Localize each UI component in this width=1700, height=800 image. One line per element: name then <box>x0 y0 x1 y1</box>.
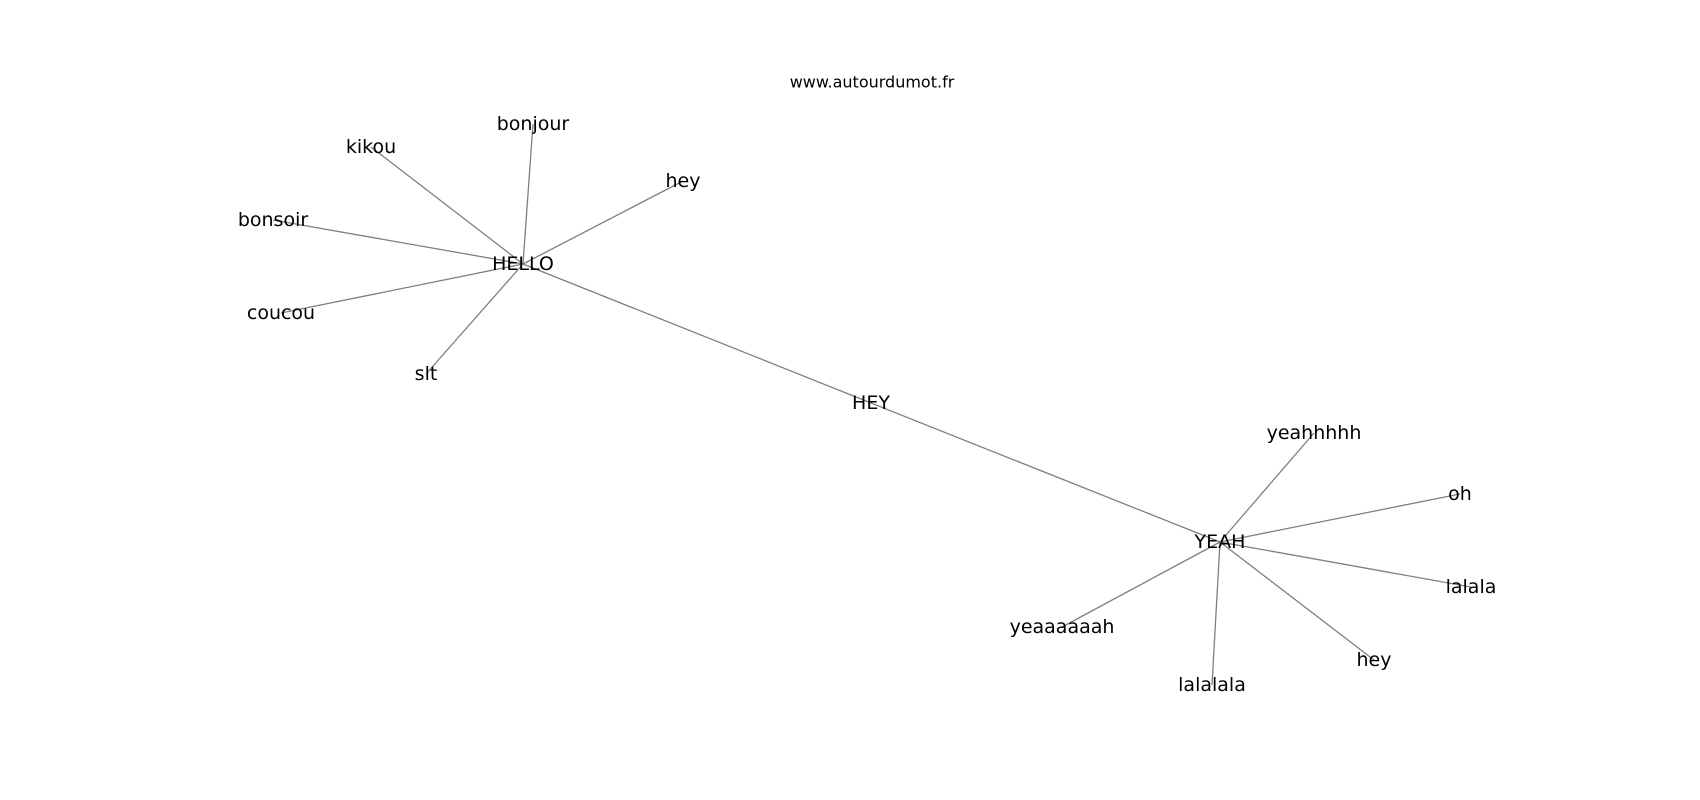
node-hey-2: hey <box>1357 649 1392 671</box>
edge-hey-yeah <box>870 402 1221 543</box>
edge-hello-kikou <box>370 146 524 265</box>
node-yeah: YEAH <box>1194 531 1246 553</box>
edge-yeah-lalala <box>1219 541 1472 588</box>
edge-hello-slt <box>425 263 524 375</box>
edge-yeah-lalalala <box>1211 541 1221 686</box>
site-title: www.autourdumot.fr <box>790 73 955 92</box>
node-hey: HEY <box>852 392 890 414</box>
graph-nodes: HELLO HEY YEAH bonjour kikou hey bonsoir coucou… <box>238 113 1497 696</box>
edge-hello-hey-1 <box>522 180 684 265</box>
edge-yeah-hey-2 <box>1219 541 1375 661</box>
edge-yeah-yeahhhhh <box>1219 432 1315 543</box>
node-slt: slt <box>415 363 438 385</box>
edge-yeah-oh <box>1219 493 1461 543</box>
node-oh: oh <box>1448 483 1472 505</box>
node-yeahhhhh: yeahhhhh <box>1267 422 1362 444</box>
node-bonjour: bonjour <box>497 113 570 135</box>
node-hey-1: hey <box>666 170 701 192</box>
node-coucou: coucou <box>247 302 315 324</box>
node-yeaaaaaah: yeaaaaaah <box>1010 616 1115 638</box>
edge-yeah-yeaaaaaah <box>1061 541 1221 628</box>
edge-hello-bonjour <box>522 123 534 265</box>
node-lalala: lalala <box>1446 576 1497 598</box>
edge-hello-hey <box>522 263 872 404</box>
edge-hello-coucou <box>280 263 524 314</box>
graph-edges <box>272 123 1472 686</box>
node-kikou: kikou <box>346 136 396 158</box>
node-lalalala: lalalala <box>1178 674 1246 696</box>
node-hello: HELLO <box>492 253 554 275</box>
node-bonsoir: bonsoir <box>238 209 309 231</box>
edge-hello-bonsoir <box>272 219 524 265</box>
